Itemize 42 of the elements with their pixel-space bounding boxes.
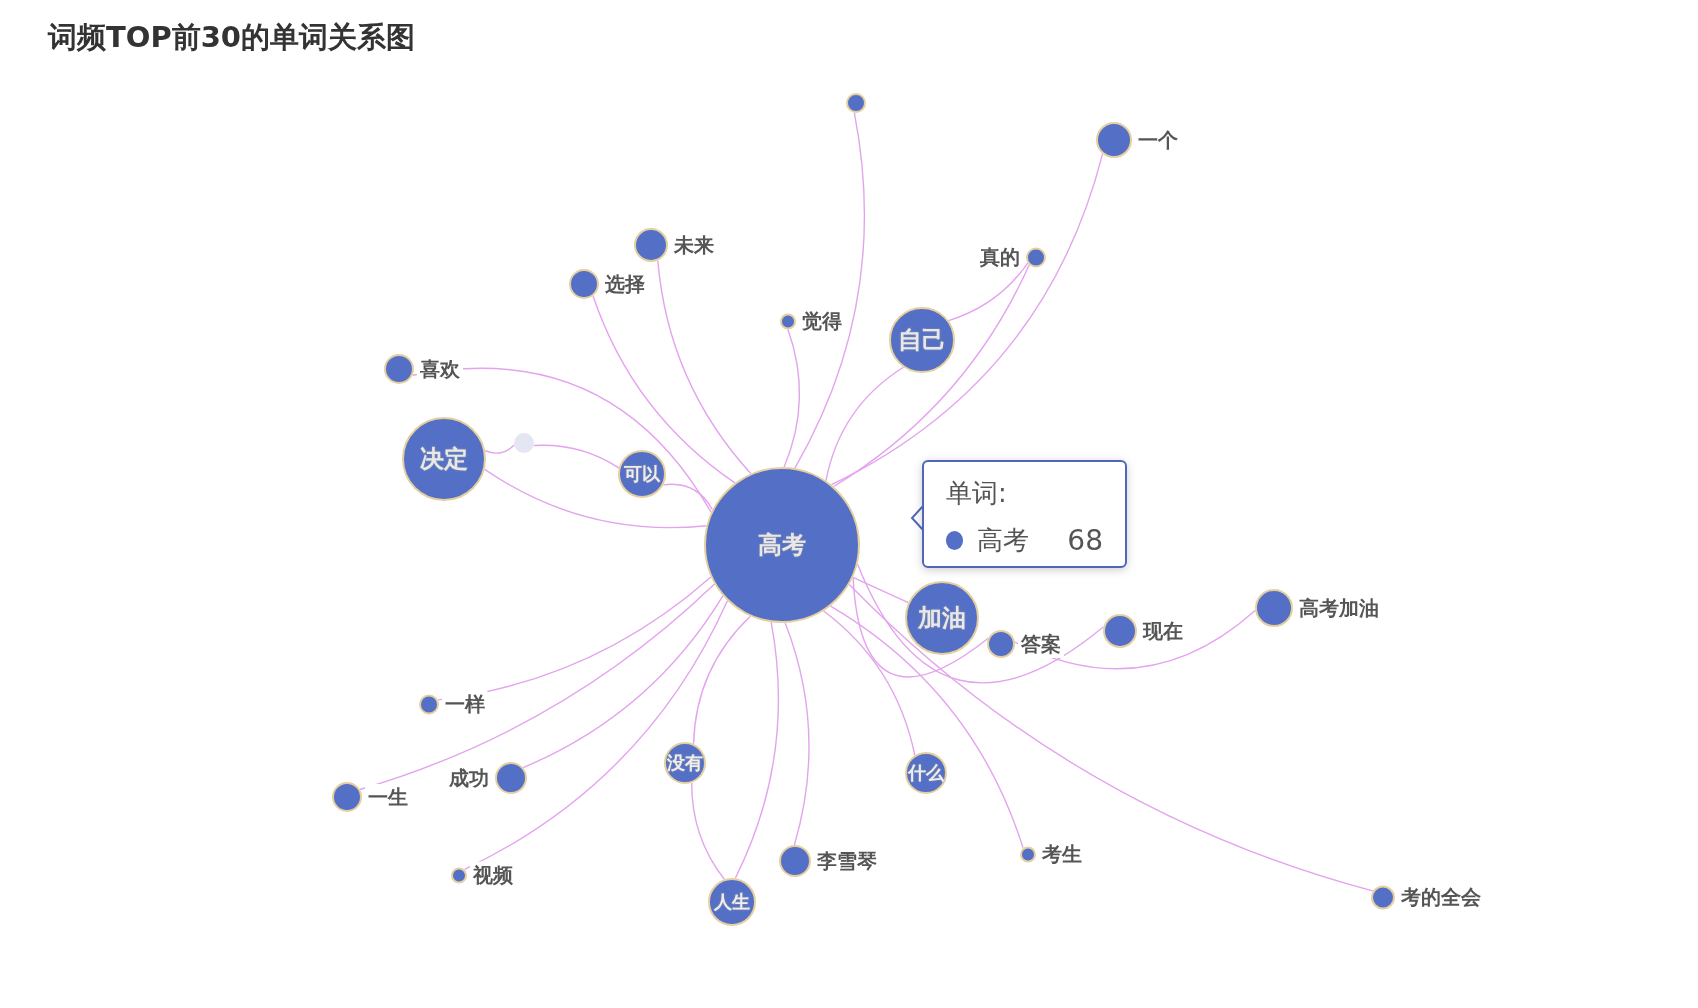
tooltip-value: 68 bbox=[1067, 524, 1103, 557]
edge-line bbox=[484, 468, 708, 529]
edge-line bbox=[852, 576, 989, 678]
edge-line bbox=[822, 610, 916, 756]
edge-line bbox=[848, 583, 1374, 892]
word-label: 没有 bbox=[667, 751, 703, 775]
edge-line bbox=[832, 263, 1031, 488]
chart-title: 词频TOP前30的单词关系图 bbox=[48, 19, 416, 56]
node-circle bbox=[846, 93, 866, 113]
edge-line bbox=[592, 295, 736, 484]
edge-line bbox=[657, 259, 752, 475]
tooltip-card bbox=[922, 460, 1127, 568]
tooltip-heading: 单词: bbox=[946, 477, 1008, 510]
edge-line bbox=[852, 576, 910, 604]
edge-line bbox=[784, 622, 810, 846]
word-label: 加油 bbox=[918, 603, 966, 634]
word-label: 高考 bbox=[758, 530, 806, 561]
edge-line bbox=[856, 563, 1105, 684]
tooltip-word: 高考 bbox=[977, 524, 1030, 557]
word-label: 自己 bbox=[898, 325, 946, 356]
edge-line bbox=[532, 444, 620, 469]
word-label: 可以 bbox=[624, 462, 660, 486]
edge-line bbox=[830, 153, 1104, 486]
edge-line bbox=[662, 483, 714, 511]
edge-line bbox=[734, 621, 779, 879]
edge-line bbox=[829, 605, 1024, 849]
edge-line bbox=[691, 782, 725, 880]
edge-line bbox=[783, 328, 801, 468]
edge-line bbox=[484, 444, 515, 454]
word-label: 什么 bbox=[908, 761, 944, 785]
node-circle bbox=[514, 433, 534, 453]
edge-line bbox=[522, 595, 724, 769]
word-label: 视频 bbox=[470, 861, 516, 889]
edge-line bbox=[463, 600, 729, 870]
edge-line bbox=[692, 615, 751, 745]
edge-line bbox=[794, 112, 866, 469]
edge-line bbox=[947, 262, 1029, 322]
word-label: 决定 bbox=[420, 444, 468, 475]
word-label: 人生 bbox=[714, 890, 750, 914]
edge-line bbox=[359, 583, 716, 791]
edge-line bbox=[825, 366, 905, 482]
word-label: 答案 bbox=[1018, 630, 1064, 658]
